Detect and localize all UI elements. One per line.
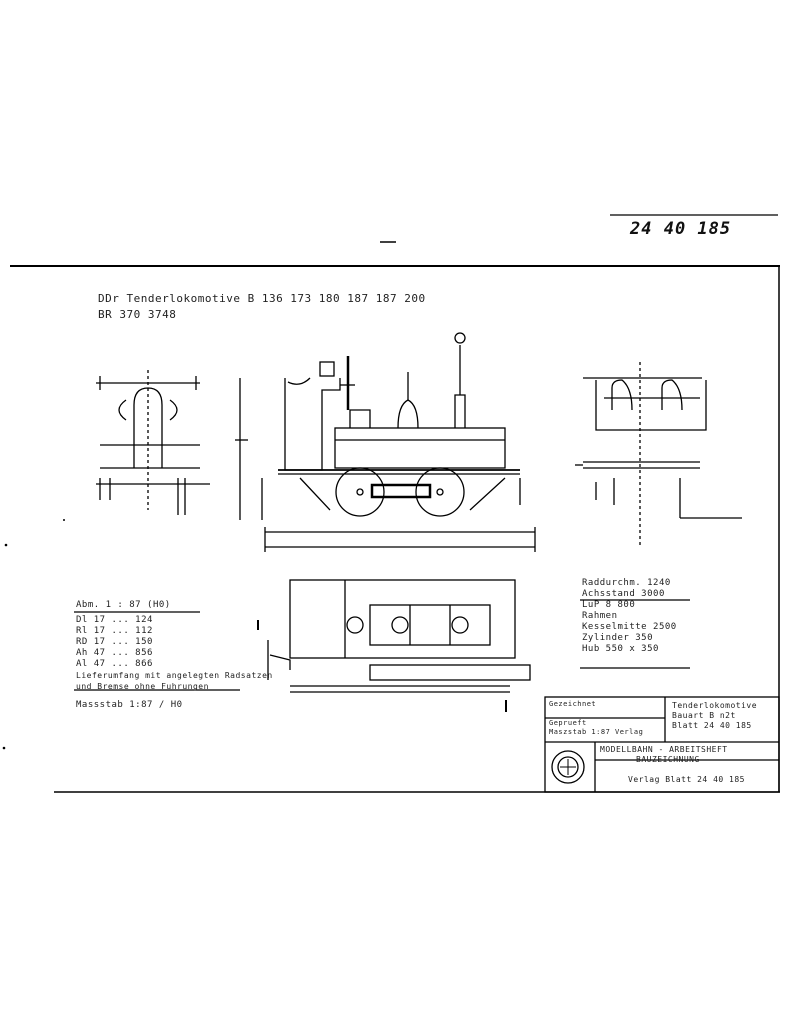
- drawing-subtitle: BR 370 3748: [98, 308, 177, 321]
- table-row: Zylinder 350: [582, 633, 654, 643]
- scale-note: Massstab 1:87 / H0: [76, 700, 183, 710]
- table-row: Raddurchm. 1240: [582, 578, 671, 588]
- title-block-label: Geprueft: [549, 719, 587, 727]
- title-block-line: Blatt 24 40 185: [672, 721, 752, 730]
- right-data-table: Raddurchm. 1240 Achsstand 3000 LuP 8 800…: [582, 578, 677, 655]
- company-line: BAUZEICHNUNG: [636, 755, 700, 764]
- table-note: und Bremse ohne Fuhrungen: [76, 682, 209, 691]
- table-row: Rahmen: [582, 611, 618, 621]
- plan-view: [257, 579, 531, 712]
- side-elevation: [261, 332, 536, 552]
- company-line: Verlag Blatt 24 40 185: [628, 775, 745, 784]
- title-block-company: MODELLBAHN - ARBEITSHEFT BAUZEICHNUNG Ve…: [600, 745, 745, 785]
- left-data-table: Abm. 1 : 87 (H0) Dl 17 ... 124 Rl 17 ...…: [76, 600, 273, 692]
- table-row: Hub 550 x 350: [582, 644, 659, 654]
- title-block-line: Bauart B n2t: [672, 711, 736, 720]
- title-block-left: Gezeichnet Geprueft Maszstab 1:87 Verlag: [549, 700, 643, 737]
- drawing-title: DDr Tenderlokomotive B 136 173 180 187 1…: [98, 292, 426, 305]
- title-block-right: Tenderlokomotive Bauart B n2t Blatt 24 4…: [672, 701, 757, 731]
- seal-emblem: [551, 750, 585, 784]
- front-view-left: [96, 370, 210, 515]
- title-block-frame: [544, 696, 780, 793]
- company-line: MODELLBAHN - ARBEITSHEFT: [600, 745, 728, 754]
- table-row: Ah 47 ... 856: [76, 648, 153, 658]
- table-row: Achsstand 3000: [582, 589, 665, 599]
- table-row: RD 17 ... 150: [76, 637, 153, 647]
- left-table-heading: Abm. 1 : 87 (H0): [76, 600, 171, 610]
- table-row: Dl 17 ... 124: [76, 615, 153, 625]
- title-block-label: Maszstab 1:87 Verlag: [549, 728, 644, 736]
- title-block-label: Gezeichnet: [549, 700, 597, 708]
- table-row: Rl 17 ... 112: [76, 626, 153, 636]
- table-row: LuP 8 800: [582, 600, 636, 610]
- sheet-number: 24 40 185: [630, 219, 732, 239]
- title-block-line: Tenderlokomotive: [672, 701, 758, 710]
- table-row: Al 47 ... 866: [76, 659, 153, 669]
- table-note: Lieferumfang mit angelegten Radsatzen: [76, 671, 273, 680]
- front-view-right: [575, 362, 742, 545]
- table-row: Kesselmitte 2500: [582, 622, 677, 632]
